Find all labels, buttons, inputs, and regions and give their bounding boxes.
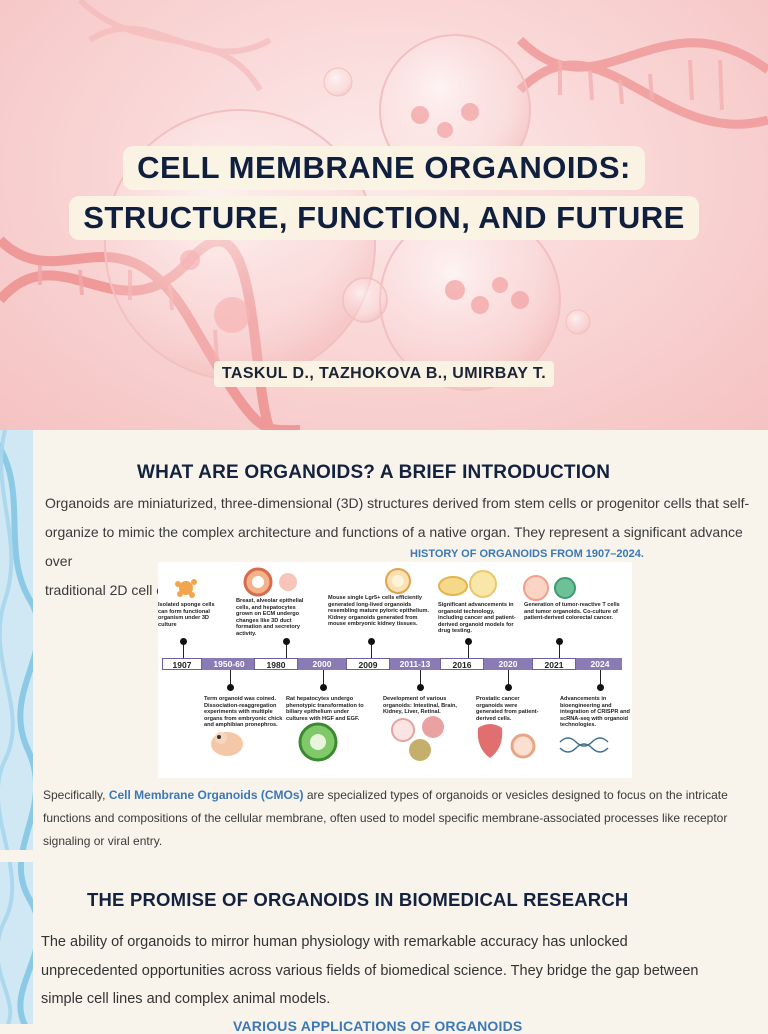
timeline-note-top: Significant advancements in organoid tec… [438,602,516,635]
applications-heading: VARIOUS APPLICATIONS OF ORGANOIDS [233,1018,523,1034]
cmo-term-highlight: Cell Membrane Organoids (CMOs) [108,788,304,802]
authors-container: TASKUL D., TAZHOKOVA B., UMIRBAY T. [0,361,768,387]
timeline-node [597,684,604,691]
timeline-year: 2020 [498,659,518,669]
timeline-note-bottom: Term organoid was coined. Dissociation-r… [204,696,283,729]
timeline-note-bottom: Development of various organoids: Intest… [383,696,457,716]
promise-section: THE PROMISE OF ORGANOIDS IN BIOMEDICAL R… [33,860,768,1034]
cmo-line-2: functions and compositions of the cellul… [43,811,728,825]
timeline-note-top: Generation of tumor-reactive T cells and… [524,602,620,622]
intro-line-2: organize to mimic the complex architectu… [45,524,743,569]
timeline-node [505,684,512,691]
timeline-year: 2021 [532,658,576,670]
timeline-year: 1980 [254,658,298,670]
cmo-line-1: Specifically, Cell Membrane Organoids (C… [43,784,728,807]
timeline-note-bottom: Advancements in bioengineering and integ… [560,696,630,729]
intro-line-1: Organoids are miniaturized, three-dimens… [45,495,750,511]
intro-heading: WHAT ARE ORGANOIDS? A BRIEF INTRODUCTION [137,462,611,483]
timeline-node [465,638,472,645]
timeline-illustrations [175,567,609,762]
timeline-note-bottom: Rat hepatocytes undergo phenotypic trans… [286,696,364,722]
promise-line-2: unprecedented opportunities across vario… [41,962,699,979]
page-title-line-2: STRUCTURE, FUNCTION, AND FUTURE [69,196,699,240]
figure-caption: HISTORY OF ORGANOIDS FROM 1907–2024. [410,548,644,560]
authors: TASKUL D., TAZHOKOVA B., UMIRBAY T. [213,361,555,387]
timeline-note-top: Breast, alveolar epithelial cells, and h… [236,598,304,637]
cmo-paragraph: Specifically, Cell Membrane Organoids (C… [43,784,728,853]
cmo-line-1-pre: Specifically, [43,788,109,802]
page-title-line-1: CELL MEMBRANE ORGANOIDS: [123,146,645,190]
timeline-year: 1950-60 [213,659,245,669]
timeline-node [417,684,424,691]
promise-heading: THE PROMISE OF ORGANOIDS IN BIOMEDICAL R… [87,889,629,910]
promise-line-1: The ability of organoids to mirror human… [41,934,628,950]
promise-line-3: simple cell lines and complex animal mod… [41,991,331,1007]
dna-side-strip [0,430,33,1024]
timeline-node [320,684,327,691]
cmo-line-1-post: are specialized types of organoids or ve… [303,788,728,802]
timeline-note-bottom: Prostatic cancer organoids were generate… [476,696,539,722]
hero-banner: CELL MEMBRANE ORGANOIDS: STRUCTURE, FUNC… [0,0,768,430]
title-line-2-container: STRUCTURE, FUNCTION, AND FUTURE [0,196,768,240]
timeline-node [227,684,234,691]
timeline-year: 2024 [590,659,610,669]
organoid-history-timeline: Isolated sponge cells can form functiona… [158,562,632,778]
timeline-year: 2009 [346,658,390,670]
timeline-node [368,638,375,645]
timeline-node [283,638,290,645]
title-line-1-container: CELL MEMBRANE ORGANOIDS: [0,146,768,190]
timeline-year: 2016 [440,658,484,670]
timeline-year: 2011-13 [399,659,431,669]
timeline-node [180,638,187,645]
timeline-note-top: Mouse single Lgr5+ cells efficiently gen… [328,595,430,628]
timeline-note-top: Isolated sponge cells can form functiona… [158,602,215,628]
promise-paragraph: The ability of organoids to mirror human… [41,928,698,1014]
timeline-node [556,638,563,645]
intro-section: WHAT ARE ORGANOIDS? A BRIEF INTRODUCTION… [33,430,768,860]
timeline-year: 1907 [162,658,202,670]
cmo-line-3: signaling or viral entry. [43,834,163,848]
timeline-year: 2000 [312,659,332,669]
